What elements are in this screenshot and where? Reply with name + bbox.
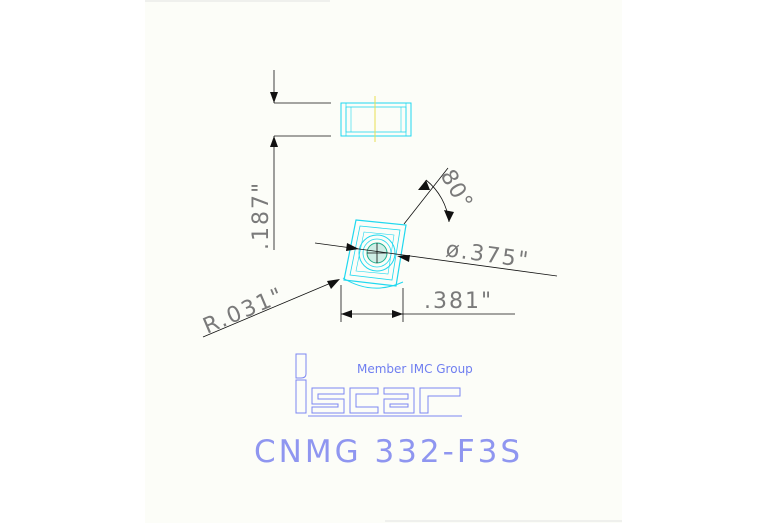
side-view xyxy=(340,96,412,142)
thickness-dimension xyxy=(270,70,331,250)
insert-hole-core xyxy=(366,242,388,264)
corner-radius-leader xyxy=(202,279,340,338)
part-number: CNMG 332-F3S xyxy=(254,434,523,470)
sheet-background xyxy=(145,0,622,523)
edge-length-dimension xyxy=(340,285,515,322)
angle-dimension xyxy=(403,167,454,225)
logo-tagline: Member IMC Group xyxy=(357,362,473,376)
thickness-dimension-label: .187" xyxy=(249,181,274,250)
iscar-logo xyxy=(295,353,462,417)
edge-length-label: .381" xyxy=(424,289,493,314)
inscribed-circle-leader xyxy=(314,242,558,277)
